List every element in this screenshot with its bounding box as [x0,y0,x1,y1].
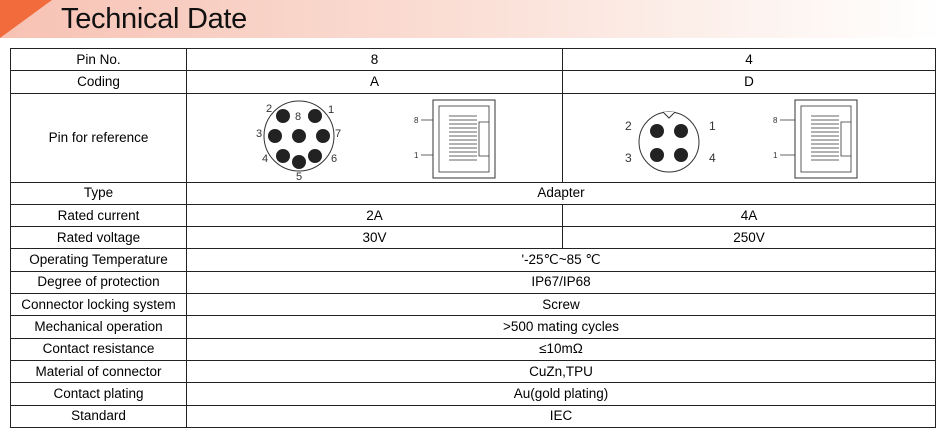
row-label: Contact resistance [10,337,187,361]
pin-label: 3 [256,128,262,140]
table-row-type: Type Adapter [10,181,936,205]
pin-label: 6 [331,153,337,165]
row-label: Degree of protection [10,270,187,295]
pin-label: 3 [625,151,632,165]
table-row-operating-temperature: Operating Temperature '-25℃~85 ℃ [10,248,936,272]
cell-value: CuZn,TPU [186,359,936,384]
row-label: Connector locking system [10,293,187,317]
pin-label: 4 [262,153,268,165]
pin-label: 8 [295,111,301,123]
row-label: Rated current [10,203,187,228]
pin-label: 1 [328,104,334,116]
jack-pin-label: 1 [414,151,419,160]
cell-value-b: 4 [562,47,936,72]
table-row-contact-resistance: Contact resistance ≤10mΩ [10,337,936,361]
row-label: Pin No. [10,47,187,72]
spec-table: Pin No. 8 4 Coding A D Pin for reference… [10,47,936,428]
cell-value-a: 2A [186,203,563,228]
cell-value-b: 4A [562,203,936,228]
header-banner: Technical Date [0,0,943,38]
rj45-jack-diagram: 8 1 [773,99,858,179]
cell-value-a: 30V [186,226,563,250]
row-label: Material of connector [10,359,187,384]
row-label: Pin for reference [10,92,187,183]
jack-pin-label: 8 [414,116,419,125]
row-label: Contact plating [10,382,187,406]
pin-reference-cell-b: 2 1 3 4 8 1 [562,92,936,183]
orange-corner-triangle [0,0,52,38]
pin-label: 2 [266,103,272,115]
table-row-pin-reference: Pin for reference 2 1 3 7 4 6 5 [10,92,936,183]
table-row-rated-current: Rated current 2A 4A [10,203,936,228]
table-row-connector-locking-system: Connector locking system Screw [10,293,936,317]
pin-label: 2 [625,119,632,133]
pin-label: 7 [335,128,341,140]
pin-label: 4 [709,151,716,165]
cell-value-a: 8 [186,47,563,72]
table-row-standard: Standard IEC [10,404,936,428]
table-row-material-of-connector: Material of connector CuZn,TPU [10,359,936,384]
cell-value: IEC [186,404,936,428]
table-row-coding: Coding A D [10,70,936,94]
pin-label: 5 [296,171,302,183]
table-row-rated-voltage: Rated voltage 30V 250V [10,226,936,250]
row-label: Operating Temperature [10,248,187,272]
cell-value: >500 mating cycles [186,315,936,339]
cell-value-b: D [562,70,936,94]
cell-value: '-25℃~85 ℃ [186,248,936,272]
cell-value: Adapter [186,181,936,205]
table-row-pin-no: Pin No. 8 4 [10,47,936,72]
cell-value-b: 250V [562,226,936,250]
pin-reference-cell-a: 2 1 3 7 4 6 5 [186,92,563,183]
cell-value: Screw [186,293,936,317]
cell-value: ≤10mΩ [186,337,936,361]
jack-pin-label: 1 [773,151,778,160]
8-pin-connector-diagram: 2 1 3 7 4 6 5 [256,100,341,183]
cell-value: IP67/IP68 [186,270,936,295]
row-label: Coding [10,70,187,94]
4-pin-connector-diagram: 2 1 3 4 [625,111,716,173]
row-label: Mechanical operation [10,315,187,339]
jack-pin-label: 8 [773,116,778,125]
page-title: Technical Date [61,3,248,35]
row-label: Standard [10,404,187,428]
rj45-jack-diagram: 8 1 [414,99,496,179]
row-label: Rated voltage [10,226,187,250]
table-row-contact-plating: Contact plating Au(gold plating) [10,382,936,406]
table-row-mechanical-operation: Mechanical operation >500 mating cycles [10,315,936,339]
table-row-degree-of-protection: Degree of protection IP67/IP68 [10,270,936,295]
cell-value-a: A [186,70,563,94]
pin-label: 1 [709,119,716,133]
row-label: Type [10,181,187,205]
cell-value: Au(gold plating) [186,382,936,406]
